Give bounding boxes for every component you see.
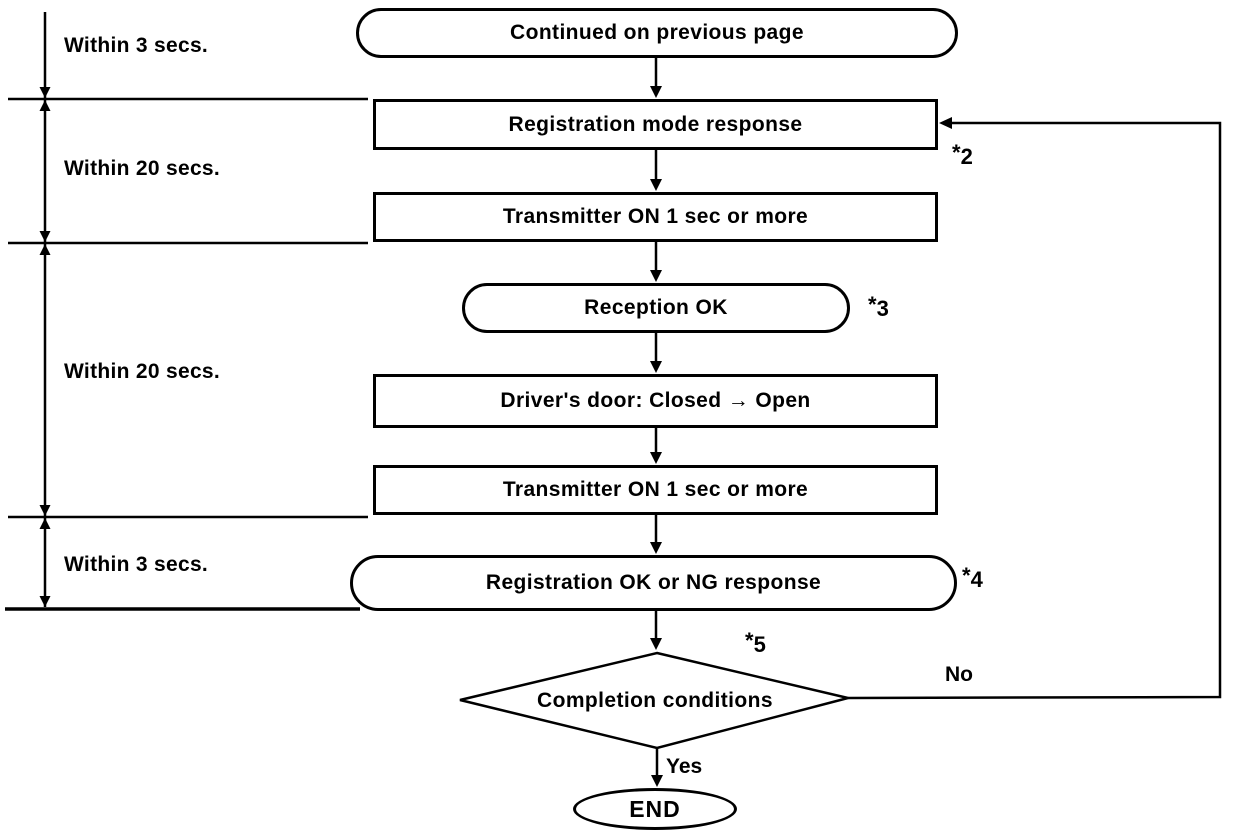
footnote-marker-5: *5 bbox=[745, 628, 766, 657]
footnote-marker-2: *2 bbox=[952, 140, 973, 169]
node-registration-ok-or-ng: Registration OK or NG response bbox=[350, 555, 957, 611]
node-drivers-door-closed-open: Driver's door: Closed → Open bbox=[373, 374, 938, 428]
asterisk: * bbox=[962, 563, 971, 588]
timing-label-within-20-secs-lower: Within 20 secs. bbox=[64, 360, 221, 383]
node-transmitter-on-second: Transmitter ON 1 sec or more bbox=[373, 465, 938, 515]
timing-label-within-20-secs-upper: Within 20 secs. bbox=[64, 157, 221, 180]
timing-label-within-3-secs-top: Within 3 secs. bbox=[64, 34, 209, 57]
asterisk: * bbox=[952, 140, 961, 165]
node-end: END bbox=[573, 788, 737, 830]
node-transmitter-on-first: Transmitter ON 1 sec or more bbox=[373, 192, 938, 242]
node-registration-mode-response: Registration mode response bbox=[373, 99, 938, 150]
timing-label-within-3-secs-bottom: Within 3 secs. bbox=[64, 553, 209, 576]
asterisk: * bbox=[868, 292, 877, 317]
footnote-marker-4: *4 bbox=[962, 563, 983, 592]
flow-arrows bbox=[650, 58, 663, 787]
node-continued-on-previous-page: Continued on previous page bbox=[356, 8, 958, 58]
timing-rail bbox=[5, 12, 368, 611]
decision-diamond bbox=[459, 651, 849, 750]
no-loop-path bbox=[847, 117, 1222, 700]
footnote-marker-3: *3 bbox=[868, 292, 889, 321]
node-reception-ok: Reception OK bbox=[462, 283, 850, 333]
asterisk: * bbox=[745, 628, 754, 653]
branch-label-yes: Yes bbox=[666, 755, 703, 778]
node-completion-conditions-label: Completion conditions bbox=[537, 689, 773, 712]
branch-label-no: No bbox=[945, 663, 973, 686]
